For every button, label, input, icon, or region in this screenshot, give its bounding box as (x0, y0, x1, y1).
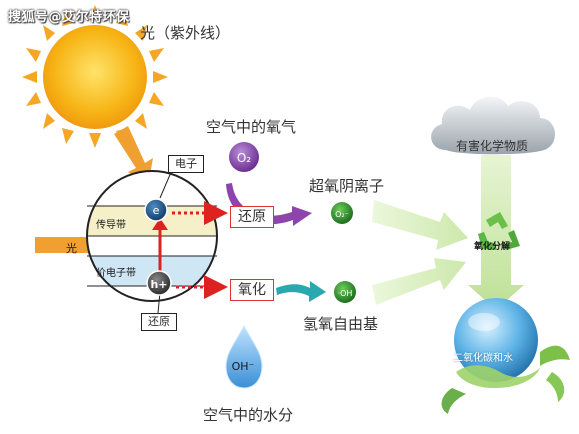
oxygen-label: 空气中的氧气 (206, 118, 297, 136)
sun-icon (22, 5, 168, 148)
hole-symbol: h+ (150, 278, 167, 291)
hydroxyl-label: 氢氧自由基 (303, 315, 379, 333)
reduction-bottom-label: 还原 (141, 313, 177, 331)
light-label: 光 (66, 242, 77, 255)
oxidative-decomposition-label: 氧化分解 (474, 242, 511, 252)
co2-water-label: 二氧化碳和水 (453, 353, 513, 364)
hydroxyl-symbol: ·OH (338, 289, 353, 298)
conduction-band-label: 传导带 (96, 220, 126, 231)
electron-label: 电子 (168, 155, 204, 173)
hydroxide-symbol: OH⁻ (232, 360, 255, 373)
superoxide-label: 超氧阴离子 (309, 177, 385, 195)
oxidation-teal-arrow (276, 281, 326, 302)
electron-particle: e (144, 198, 168, 222)
downward-arrow (468, 155, 524, 310)
superoxide-symbol: O₂⁻ (335, 210, 349, 219)
uv-light-label: 光（紫外线） (140, 24, 231, 42)
valence-band-label: 价电子带 (96, 268, 136, 279)
converging-green-arrows (372, 200, 468, 305)
water-drop-icon: OH⁻ (225, 324, 263, 389)
superoxide-radical: O₂⁻ (331, 202, 353, 224)
hydroxyl-radical: ·OH (334, 281, 356, 303)
electron-symbol: e (153, 204, 160, 217)
water-globe-icon (441, 298, 570, 414)
hole-particle: h+ (146, 270, 172, 296)
o2-symbol: O₂ (237, 151, 251, 165)
watermark-text: 搜狐号@艾尔特环保 (8, 10, 130, 25)
water-label: 空气中的水分 (203, 406, 294, 424)
harmful-substances-label: 有害化学物质 (456, 139, 529, 153)
oxygen-molecule: O₂ (229, 142, 259, 172)
excitation-arrow (152, 218, 168, 271)
oxidation-label: 氧化 (230, 279, 274, 301)
recycle-icon (478, 212, 520, 250)
reduction-label: 还原 (230, 206, 274, 228)
harmful-cloud-icon (431, 96, 555, 155)
electron-pointer (159, 169, 173, 199)
